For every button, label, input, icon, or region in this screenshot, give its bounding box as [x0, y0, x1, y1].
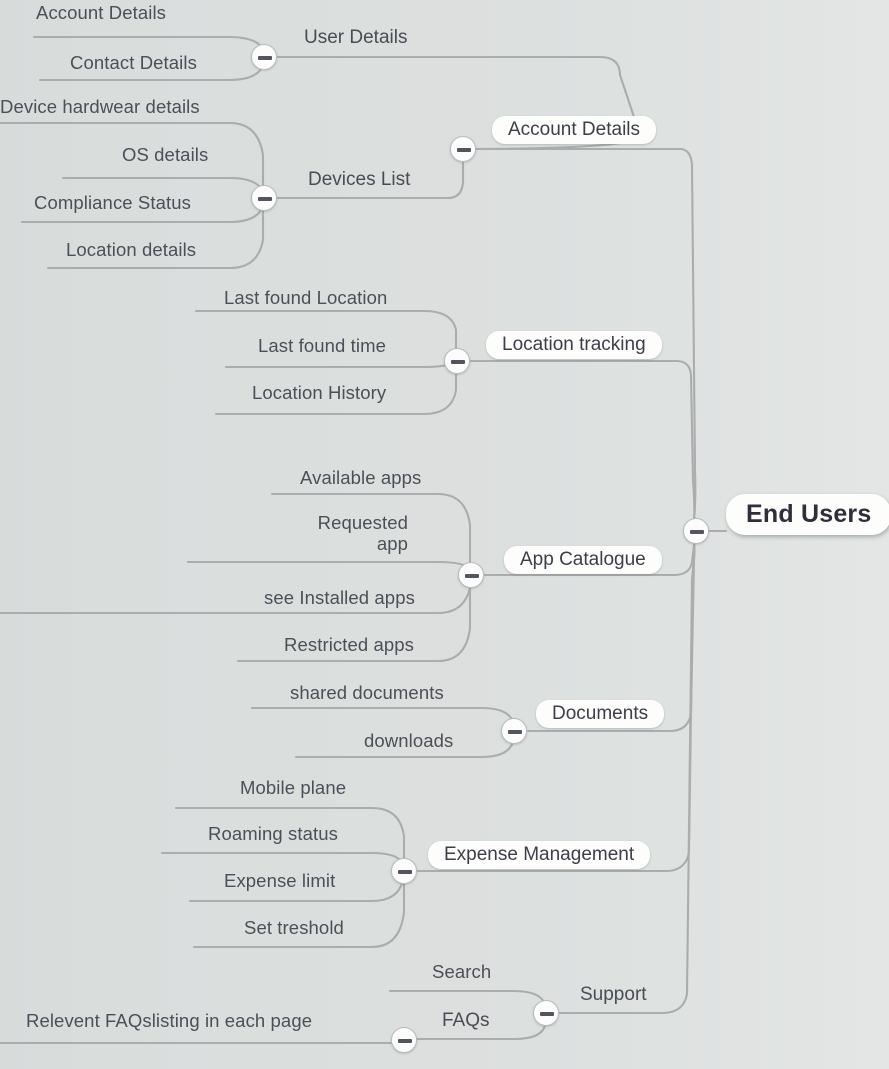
minus-icon	[457, 148, 471, 152]
leaf-set-treshold[interactable]: Set treshold	[244, 917, 344, 938]
minus-icon	[508, 730, 522, 734]
minus-icon	[465, 574, 479, 578]
node-devices-list[interactable]: Devices List	[308, 169, 411, 190]
wire-search	[388, 989, 547, 1006]
leaf-restricted-apps[interactable]: Restricted apps	[284, 634, 415, 655]
branch-app-catalogue[interactable]: App Catalogue	[504, 546, 662, 575]
leaf-relevent-faqs-listing[interactable]: Relevent FAQslisting in each page	[26, 1010, 313, 1031]
leaf-requested-app[interactable]: Requested app	[300, 512, 408, 554]
branch-account-details[interactable]: Account Details	[492, 116, 657, 145]
leaf-shared-documents[interactable]: shared documents	[290, 682, 444, 703]
wire-device-hardwear	[0, 121, 265, 188]
collapse-toggle-user-details[interactable]	[251, 44, 277, 70]
node-user-details[interactable]: User Details	[304, 27, 408, 48]
wire-shared-documents	[250, 706, 515, 724]
collapse-toggle-devices-list[interactable]	[251, 185, 277, 211]
minus-icon	[258, 56, 272, 60]
wire-roaming-status	[160, 851, 405, 866]
wire-expense-limit	[188, 878, 405, 903]
leaf-os-details[interactable]: OS details	[122, 144, 209, 165]
leaf-device-hardwear-details[interactable]: Device hardwear details	[0, 96, 200, 117]
collapse-toggle-expense-management[interactable]	[391, 858, 417, 884]
wire-last-found-location	[194, 309, 458, 352]
leaf-location-history[interactable]: Location History	[252, 382, 387, 403]
leaf-requested-app-line2: app	[376, 532, 408, 554]
wire-downloads	[294, 740, 515, 759]
wire-branch-location-tracking	[469, 359, 696, 524]
wire-devices-list	[276, 161, 465, 200]
leaf-mobile-plane[interactable]: Mobile plane	[240, 777, 347, 798]
minus-icon	[690, 530, 704, 534]
leaf-last-found-location[interactable]: Last found Location	[224, 287, 388, 308]
leaf-last-found-time[interactable]: Last found time	[258, 335, 386, 356]
leaf-compliance-status[interactable]: Compliance Status	[34, 192, 191, 213]
minus-icon	[540, 1012, 554, 1016]
wire-location-details	[46, 209, 265, 270]
minus-icon	[258, 197, 272, 201]
wire-location-history	[214, 370, 458, 416]
collapse-toggle-documents[interactable]	[501, 718, 527, 744]
leaf-location-details[interactable]: Location details	[66, 239, 197, 260]
branch-documents[interactable]: Documents	[536, 700, 665, 729]
leaf-see-installed-apps[interactable]: see Installed apps	[264, 587, 415, 608]
wire-branch-app-catalogue	[483, 543, 696, 577]
root-node-end-users[interactable]: End Users	[726, 494, 889, 535]
branch-support[interactable]: Support	[580, 984, 647, 1005]
leaf-roaming-status[interactable]: Roaming status	[208, 823, 338, 844]
collapse-toggle-root[interactable]	[683, 518, 709, 544]
minus-icon	[451, 360, 465, 364]
branch-expense-management[interactable]: Expense Management	[428, 841, 651, 870]
branch-location-tracking[interactable]: Location tracking	[486, 331, 662, 360]
wire-account-details	[32, 35, 265, 52]
leaf-downloads[interactable]: downloads	[364, 730, 454, 751]
leaf-available-apps[interactable]: Available apps	[300, 467, 422, 488]
collapse-toggle-account-details[interactable]	[450, 136, 476, 162]
wire-mobile-plane	[174, 806, 406, 861]
minus-icon	[398, 870, 412, 874]
minus-icon	[398, 1039, 412, 1043]
wire-restricted-apps	[236, 586, 472, 663]
leaf-account-details[interactable]: Account Details	[36, 2, 167, 23]
collapse-toggle-app-catalogue[interactable]	[458, 562, 484, 588]
leaf-requested-app-line1: Requested	[317, 512, 408, 533]
wire-available-apps	[270, 492, 472, 565]
collapse-toggle-location-tracking[interactable]	[444, 348, 470, 374]
collapse-toggle-support[interactable]	[533, 1000, 559, 1026]
wire-last-found-time	[224, 359, 458, 369]
wire-branch-support	[558, 541, 696, 1015]
wire-see-installed-apps	[0, 586, 472, 615]
leaf-search[interactable]: Search	[432, 961, 492, 982]
collapse-toggle-faqs[interactable]	[391, 1027, 417, 1053]
leaf-expense-limit[interactable]: Expense limit	[224, 870, 336, 891]
wire-set-treshold	[192, 882, 406, 949]
wire-faqs	[398, 1023, 547, 1041]
leaf-contact-details[interactable]: Contact Details	[70, 52, 197, 73]
node-faqs[interactable]: FAQs	[442, 1010, 490, 1031]
wire-os-details	[61, 176, 265, 193]
wire-requested-app	[186, 560, 472, 571]
